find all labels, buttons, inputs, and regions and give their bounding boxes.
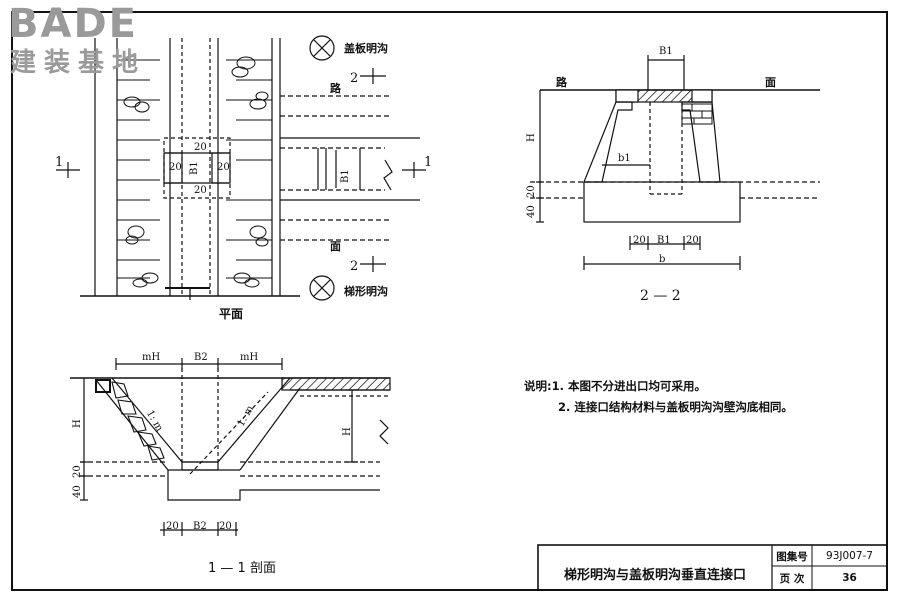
plan-section-1-left: 1 bbox=[55, 155, 63, 170]
s22-dim-b1-bottom: B1 bbox=[657, 235, 671, 246]
s11-dim-b2-top: B2 bbox=[194, 352, 208, 363]
plan-dim-b1-ditch: B1 bbox=[340, 169, 351, 183]
s22-dim-b1-inner: b1 bbox=[618, 153, 631, 164]
notes: 说明:1. 本图不分进出口均可采用。 2. 连接口结构材料与盖板明沟沟壁沟底相同… bbox=[524, 376, 793, 418]
s22-road: 路 bbox=[556, 75, 568, 89]
section-1-1 bbox=[70, 358, 391, 536]
plan-labels: 20 20 20 20 B1 B1 盖板明沟 梯形明沟 路 面 2 2 1 1 … bbox=[55, 41, 432, 321]
notes-line2-text: 2. 连接口结构材料与盖板明沟沟壁沟底相同。 bbox=[558, 400, 793, 414]
s11-dim-20: 20 bbox=[72, 465, 83, 478]
plan-dim-20-left: 20 bbox=[169, 162, 182, 173]
title-block-title: 梯形明沟与盖板明沟垂直连接口 bbox=[563, 568, 746, 583]
watermark-subtitle: 建装基地 bbox=[10, 48, 147, 78]
page-label: 页 次 bbox=[779, 572, 805, 585]
notes-prefix: 说明: bbox=[524, 379, 552, 393]
plan-caption: 平面 bbox=[219, 307, 243, 321]
s11-dim-mh-right: mH bbox=[240, 352, 258, 363]
plan-dim-20-bottom: 20 bbox=[194, 185, 207, 196]
section-2-2 bbox=[530, 55, 820, 270]
s11-dim-20-right: 20 bbox=[219, 521, 232, 532]
section-2-2-labels: 路 面 B1 H b1 20 40 20 B1 20 b 2 — 2 bbox=[526, 46, 776, 304]
page-value: 36 bbox=[842, 572, 857, 584]
s22-dim-40: 40 bbox=[526, 205, 537, 218]
plan-section-1-right: 1 bbox=[424, 155, 432, 170]
title-block-lines bbox=[537, 544, 888, 591]
s11-dim-b2-bottom: B2 bbox=[193, 521, 207, 532]
s22-dim-20: 20 bbox=[526, 185, 537, 198]
notes-line1-text: 1. 本图不分进出口均可采用。 bbox=[551, 379, 706, 393]
plan-dim-20-right: 20 bbox=[217, 162, 230, 173]
plan-section-2-top: 2 bbox=[350, 71, 358, 86]
plan-section-2-bottom: 2 bbox=[350, 259, 358, 274]
s22-dim-b: b bbox=[659, 254, 665, 265]
notes-line-2: 2. 连接口结构材料与盖板明沟沟壁沟底相同。 bbox=[524, 397, 793, 418]
s11-dim-40: 40 bbox=[72, 485, 83, 498]
watermark: BADE 建装基地 bbox=[8, 4, 158, 84]
plan-road-char: 路 bbox=[330, 81, 342, 95]
s22-caption: 2 — 2 bbox=[640, 288, 681, 304]
s11-dim-20-left: 20 bbox=[166, 521, 179, 532]
watermark-brand: BADE bbox=[8, 1, 138, 47]
s11-dim-h-right: H bbox=[342, 427, 353, 436]
s22-dim-20-right: 20 bbox=[686, 235, 699, 246]
plan-surface-char: 面 bbox=[330, 240, 341, 253]
s22-dim-b1: B1 bbox=[659, 46, 673, 57]
s11-dim-h-left: H bbox=[72, 419, 83, 428]
plan-label-cover-ditch: 盖板明沟 bbox=[344, 41, 388, 55]
plan-view bbox=[56, 35, 426, 301]
notes-line-1: 说明:1. 本图不分进出口均可采用。 bbox=[524, 376, 793, 397]
plan-dim-b1: B1 bbox=[189, 161, 200, 175]
atlas-label: 图集号 bbox=[776, 550, 808, 563]
s11-caption: 1 — 1 剖面 bbox=[208, 561, 276, 576]
s22-surface: 面 bbox=[765, 76, 776, 89]
s22-dim-h: H bbox=[526, 133, 537, 142]
s11-slope-left: 1: m bbox=[144, 409, 165, 434]
atlas-value: 93J007-7 bbox=[826, 550, 873, 562]
s22-dim-20-left: 20 bbox=[633, 235, 646, 246]
plan-dim-20-top: 20 bbox=[194, 142, 207, 153]
plan-label-trapezoid-ditch: 梯形明沟 bbox=[344, 284, 388, 298]
s11-dim-mh-left: mH bbox=[142, 352, 160, 363]
sheet-frame bbox=[11, 11, 888, 591]
